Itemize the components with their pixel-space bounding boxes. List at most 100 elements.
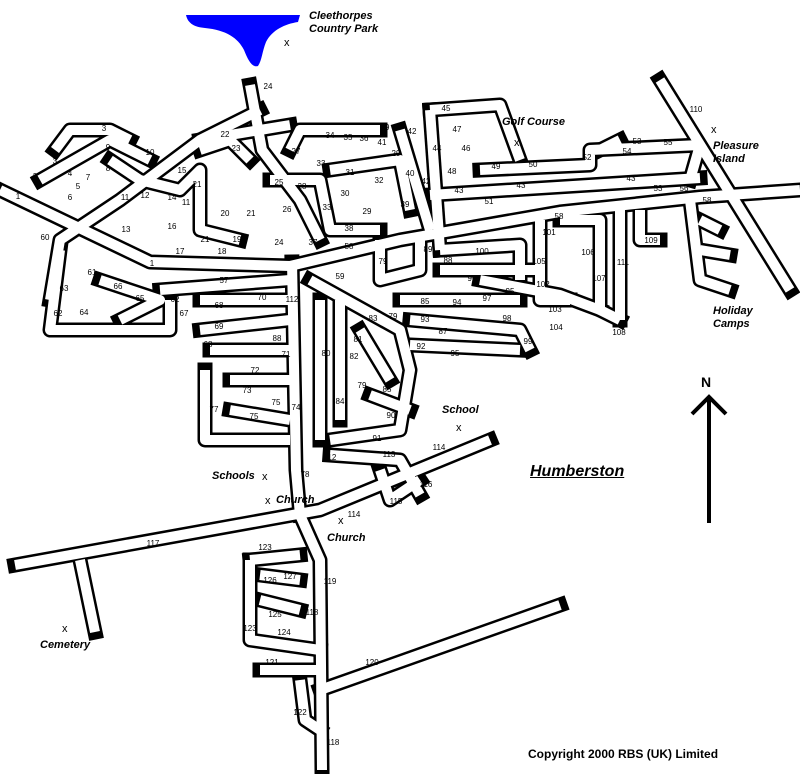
road-number-label: 111	[617, 258, 630, 267]
road-number-label: 24	[275, 238, 284, 247]
road-number-label: 70	[258, 293, 267, 302]
road-number-label: 68	[215, 301, 224, 310]
road-number-label: 23	[232, 144, 241, 153]
road	[479, 275, 602, 315]
road-number-label: 88	[273, 334, 282, 343]
label-pleasure-island: Pleasure Island	[713, 140, 759, 165]
road-number-label: 55	[664, 138, 673, 147]
road	[329, 155, 415, 211]
road-number-label: 101	[542, 228, 556, 237]
label-church-1: Church	[276, 494, 315, 506]
road-number-label: 31	[346, 168, 355, 177]
road-number-label: 123	[243, 624, 257, 633]
road-number-label: 58	[703, 196, 712, 205]
road-number-label: 29	[363, 207, 372, 216]
road-number-label: 85	[421, 297, 430, 306]
road-number-label: 79	[389, 312, 398, 321]
road-number-label: 56	[680, 184, 689, 193]
road-number-label: 75	[250, 412, 259, 421]
road-number-label: 32	[375, 176, 384, 185]
road-number-label: 33	[317, 159, 326, 168]
road	[368, 390, 412, 415]
road-number-label: 37	[309, 238, 318, 247]
label-country-park: Cleethorpes Country Park	[309, 10, 379, 35]
road-number-label: 43	[517, 181, 526, 190]
road	[295, 512, 327, 771]
road-number-label: 11	[121, 193, 130, 202]
road-number-label: 62	[171, 295, 180, 304]
road-number-label: 77	[210, 405, 219, 414]
road-number-label: 52	[583, 153, 592, 162]
road-number-label: 28	[298, 182, 307, 191]
road-number-label: 127	[283, 572, 297, 581]
road-number-label: 12	[141, 191, 150, 200]
road-number-label: 44	[433, 144, 442, 153]
road-number-label: 39	[401, 200, 410, 209]
marker-schools: x	[262, 471, 268, 483]
road-number-label: 58	[345, 242, 354, 251]
label-schools: Schools	[212, 470, 255, 482]
road-number-label: 62	[54, 309, 63, 318]
road-number-label: 22	[221, 130, 230, 139]
label-cemetery: Cemetery	[40, 639, 91, 651]
road-number-label: 123	[258, 543, 272, 552]
road-number-label: 58	[555, 212, 564, 221]
road	[287, 261, 305, 516]
road-number-label: 74	[292, 403, 301, 412]
road-number-label: 3	[102, 124, 107, 133]
road-number-label: 43	[455, 186, 464, 195]
road	[198, 135, 254, 164]
north-label: N	[701, 374, 712, 390]
road-number-label: 108	[612, 328, 626, 337]
road-number-label: 29	[392, 149, 401, 158]
road-number-label: 67	[180, 309, 189, 318]
road-number-label: 88	[444, 256, 453, 265]
road-number-label: 113	[383, 450, 396, 459]
marker-school: x	[456, 422, 462, 434]
road-number-label: 16	[168, 222, 177, 231]
road-number-label: 122	[293, 708, 307, 717]
road-number-label: 64	[80, 308, 89, 317]
road-number-label: 95	[506, 287, 515, 296]
label-golf-course: Golf Course	[502, 116, 565, 128]
road	[375, 240, 425, 285]
road-number-label: 72	[251, 366, 260, 375]
road-number-label: 106	[581, 248, 595, 257]
road	[37, 135, 153, 185]
road-number-label: 117	[147, 539, 160, 548]
road-number-label: 112	[286, 295, 299, 304]
road-number-label: 21	[247, 209, 256, 218]
marker-church-2: x	[338, 515, 344, 527]
road-number-label: 69	[215, 322, 224, 331]
road-number-label: 53	[633, 137, 642, 146]
road-number-label: 8	[106, 164, 111, 173]
road-number-label: 104	[549, 323, 563, 332]
road-number-label: 80	[322, 349, 331, 358]
road	[409, 340, 521, 355]
road	[409, 315, 535, 353]
road-number-label: 66	[114, 282, 123, 291]
road-number-label: 40	[406, 169, 415, 178]
road	[429, 173, 701, 200]
road	[375, 468, 423, 505]
road-number-label: 79	[379, 257, 388, 266]
road-number-label: 83	[369, 314, 378, 323]
road	[307, 275, 415, 445]
road	[159, 275, 291, 295]
road	[355, 327, 395, 383]
map-title: Humberston	[530, 463, 625, 480]
road-number-label: 7	[86, 173, 91, 182]
road-number-label: 103	[548, 305, 562, 314]
road-number-label: 61	[88, 268, 97, 277]
road-number-label: 114	[433, 443, 446, 452]
road	[635, 210, 660, 245]
road	[270, 175, 380, 235]
road-number-label: 107	[592, 274, 606, 283]
road	[479, 140, 705, 182]
road-number-label: 121	[265, 658, 279, 667]
road-number-label: 109	[644, 236, 658, 245]
road-number-label: 63	[60, 284, 69, 293]
road	[107, 155, 242, 245]
road	[295, 679, 323, 735]
label-church-2: Church	[327, 532, 366, 544]
